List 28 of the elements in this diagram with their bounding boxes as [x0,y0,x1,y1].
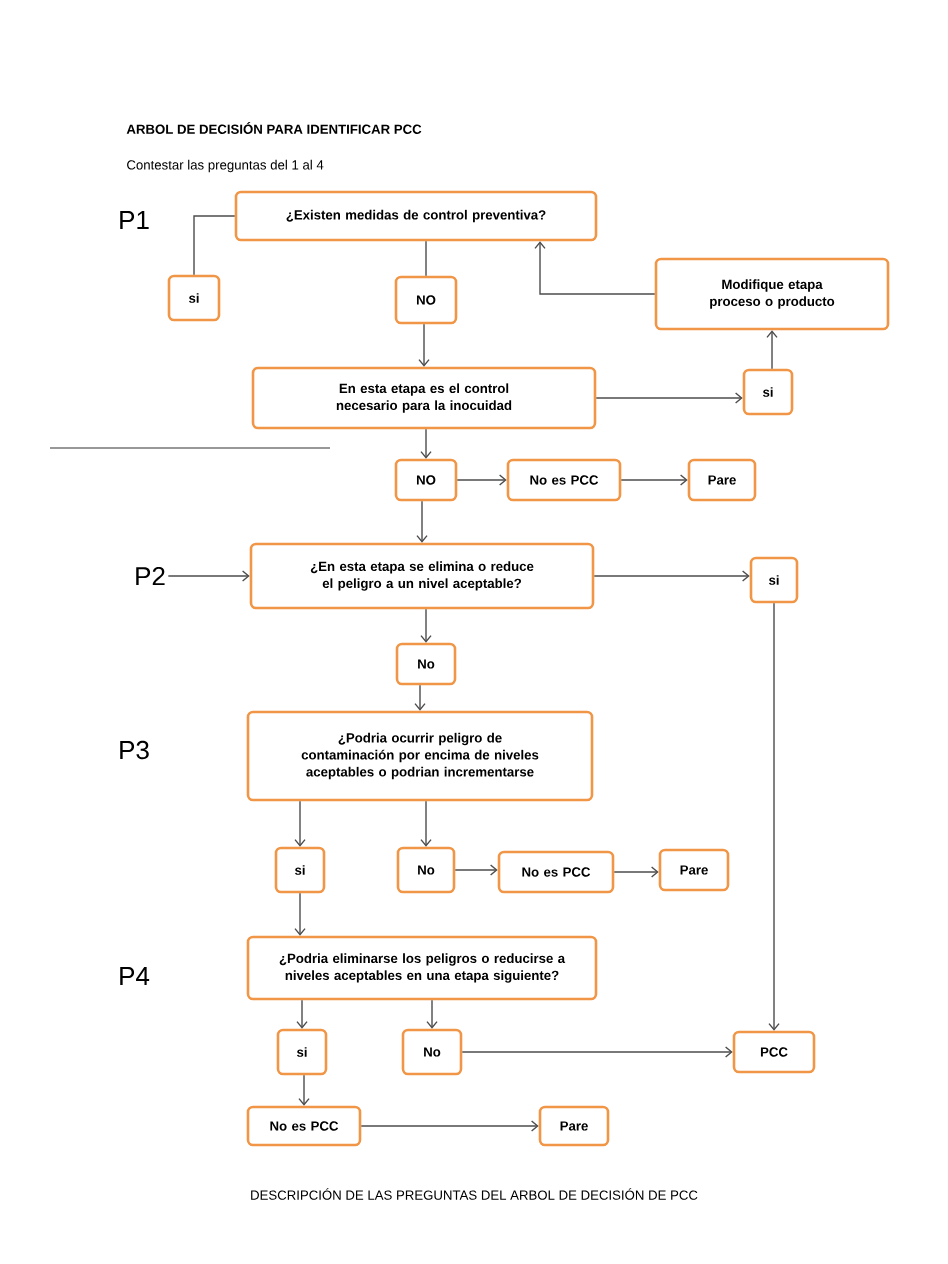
arrow [296,999,308,1029]
arrow [420,800,432,847]
arrow [298,1074,310,1106]
arrow [766,330,778,370]
arrow [768,602,780,1031]
arrow [534,241,656,295]
arrow [294,800,306,847]
arrow [454,864,498,876]
arrow [420,608,432,643]
arrow [620,474,688,486]
arrow [420,428,432,459]
question-number: P1 [120,211,149,229]
arrow [461,1046,733,1058]
arrow [167,570,250,582]
arrow [416,500,428,543]
arrow [426,999,438,1029]
arrow [193,215,236,276]
question-number: P2 [136,566,165,586]
question-number: P4 [120,967,150,985]
arrow [456,474,507,486]
arrow [294,892,306,936]
arrow [593,570,750,582]
arrow [595,392,743,404]
arrow [613,866,659,878]
arrow [418,323,430,367]
arrow [414,684,426,711]
arrow [360,1120,539,1132]
question-number: P3 [120,740,149,760]
